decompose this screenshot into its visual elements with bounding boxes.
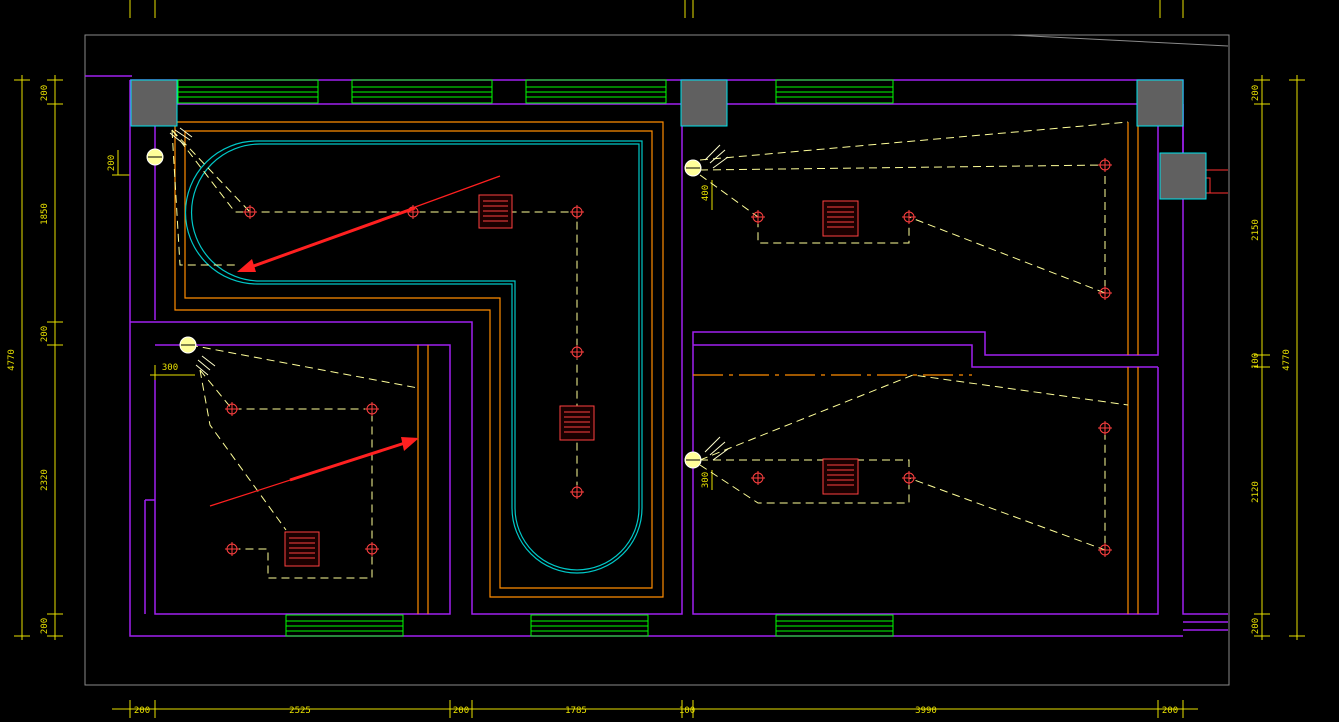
dim-left-5: 200	[40, 618, 50, 634]
red-arrow-icon	[209, 437, 419, 507]
wall-lamp-icon	[179, 336, 216, 376]
ceiling-light-icon	[225, 402, 239, 416]
ceiling-light-icon	[570, 205, 584, 219]
dim-bottom-6: 3990	[915, 706, 937, 716]
window-icon	[775, 614, 894, 637]
window-icon	[285, 614, 404, 637]
ceiling-light-icon	[1098, 158, 1112, 172]
exhaust-vent-icon	[284, 531, 320, 567]
dim-right-3: 100	[1251, 353, 1261, 369]
columns	[130, 79, 1207, 200]
dim-right-outer: 4770	[1282, 349, 1292, 371]
window-icon	[775, 79, 894, 104]
dim-left-3: 200	[40, 326, 50, 342]
wall-lamp-icon	[146, 127, 193, 166]
wall-lamp-icon	[684, 144, 729, 177]
structural-column-icon	[130, 79, 178, 127]
dim-right-1: 200	[1251, 85, 1261, 101]
vents	[284, 194, 859, 567]
dim-bottom-7: 200	[1162, 706, 1178, 716]
wall-lamp-icon	[684, 436, 729, 469]
ceiling-light-icon	[751, 471, 765, 485]
ceiling-light-icon	[570, 485, 584, 499]
dim-bottom-4: 1785	[565, 706, 587, 716]
dim-local-1: 200	[107, 155, 117, 171]
dimension-text-group: 200 2525 200 1785 100 3990 200 4770 200 …	[7, 85, 1292, 716]
window-icon	[530, 614, 649, 637]
ceiling-light-icon	[902, 210, 916, 224]
ceiling-light-icon	[225, 542, 239, 556]
ceiling-light-icon	[570, 345, 584, 359]
exhaust-vent-icon	[822, 458, 859, 495]
exhaust-vent-icon	[822, 200, 859, 237]
outer-frame	[84, 34, 1230, 686]
ceiling-light-icon	[365, 542, 379, 556]
window-icon	[177, 79, 319, 104]
exhaust-vent-icon	[559, 405, 595, 441]
dim-right-5: 200	[1251, 618, 1261, 634]
orange-lines	[174, 121, 1139, 614]
window-icon	[525, 79, 667, 104]
ceiling-light-icon	[365, 402, 379, 416]
dim-bottom-2: 2525	[289, 706, 311, 716]
dim-local-4: 300	[701, 472, 711, 488]
dim-bottom-1: 200	[134, 706, 150, 716]
annotation-arrows	[209, 175, 501, 507]
ceiling-light-icon	[243, 205, 257, 219]
dim-local-2: 300	[162, 363, 178, 373]
dim-local-3: 400	[701, 185, 711, 201]
ceiling-light-icon	[902, 471, 916, 485]
ceiling-light-icon	[1098, 543, 1112, 557]
ceiling-light-icon	[751, 210, 765, 224]
structural-column-icon	[680, 79, 728, 127]
dim-bottom-5: 100	[679, 706, 695, 716]
dim-left-outer: 4770	[7, 349, 17, 371]
dim-bottom-3: 200	[453, 706, 469, 716]
ceiling-light-icon	[1098, 421, 1112, 435]
dim-left-2: 1850	[40, 203, 50, 225]
dim-right-4: 2120	[1251, 481, 1261, 503]
cyan-track	[184, 140, 643, 574]
ceiling-light-icon	[1098, 286, 1112, 300]
dim-left-4: 2320	[40, 469, 50, 491]
ceiling-lights	[225, 158, 1112, 557]
exhaust-vent-icon	[478, 194, 513, 229]
red-arrow-icon	[237, 175, 501, 272]
dim-left-1: 200	[40, 85, 50, 101]
structural-column-icon	[1159, 152, 1207, 200]
dimension-lines	[14, 0, 1305, 718]
wall-lamps	[146, 127, 729, 469]
window-icon	[351, 79, 493, 104]
dim-right-2: 2150	[1251, 219, 1261, 241]
windows	[177, 79, 894, 637]
structural-column-icon	[1136, 79, 1184, 127]
